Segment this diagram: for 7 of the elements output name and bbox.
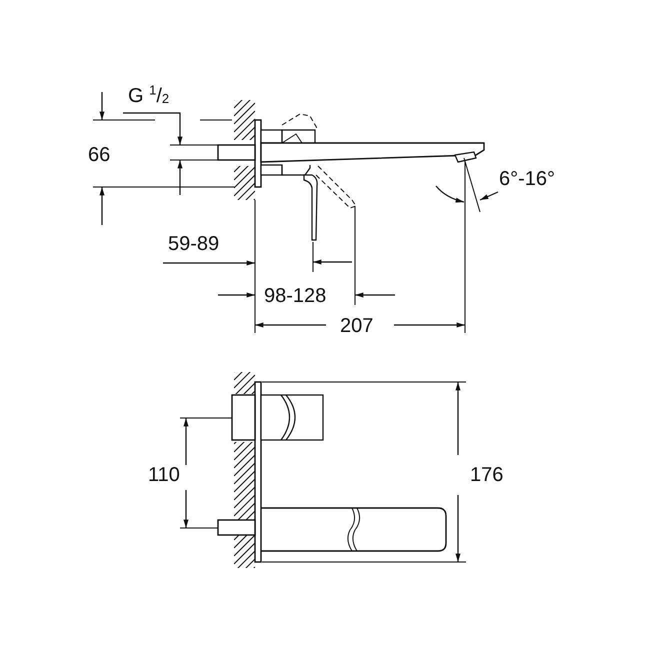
dimension-label: 176 (469, 465, 504, 485)
dimension-label: 59-89 (167, 234, 220, 254)
dimension-label: 66 (87, 145, 112, 165)
dimension-label: 6°-16° (498, 169, 556, 189)
dimension-label: 110 (147, 465, 181, 485)
dimension-label: 207 (339, 316, 374, 336)
dimension-label: 98-128 (263, 286, 328, 306)
